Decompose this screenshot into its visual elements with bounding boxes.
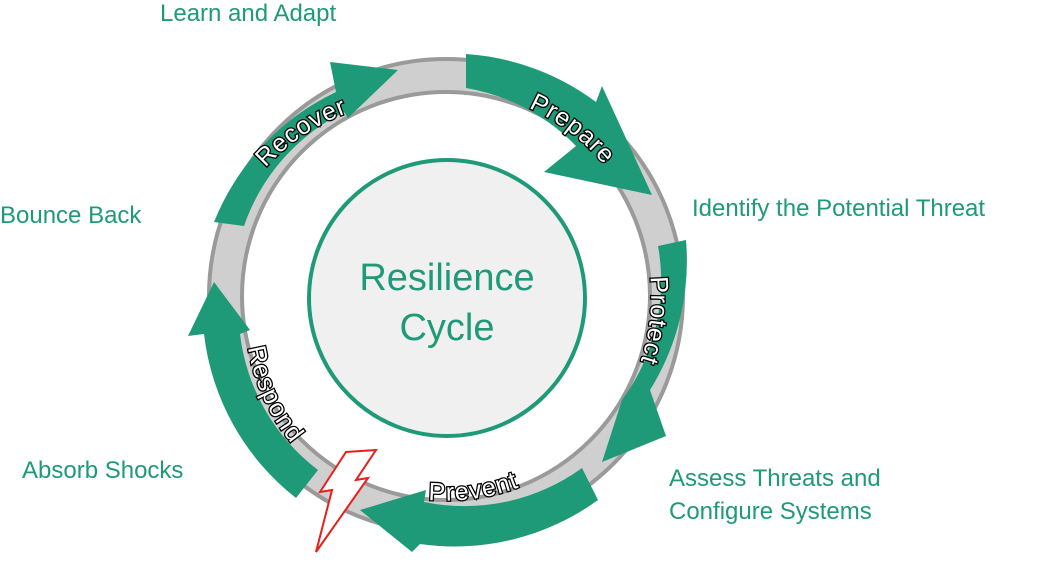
phase-arrows [188,54,687,552]
center-title-line2: Cycle [399,307,494,349]
recover-arrow [214,62,398,226]
shock-bolt-icon [315,448,378,553]
prevent-arrow [360,468,598,552]
label-absorb-shocks: Absorb Shocks [22,457,184,484]
label-identify-threat: Identify the Potential Threat [692,195,986,222]
label-assess-line2: Configure Systems [669,498,872,525]
center-circle [307,158,587,438]
center-title-line1: Resilience [359,257,534,299]
respond-arrow [188,282,318,498]
prepare-arrow [466,54,652,195]
label-bounce-back: Bounce Back [0,202,142,229]
protect-arrow [602,240,687,462]
label-learn-and-adapt: Learn and Adapt [160,0,337,27]
label-assess-line1: Assess Threats and [669,465,881,492]
